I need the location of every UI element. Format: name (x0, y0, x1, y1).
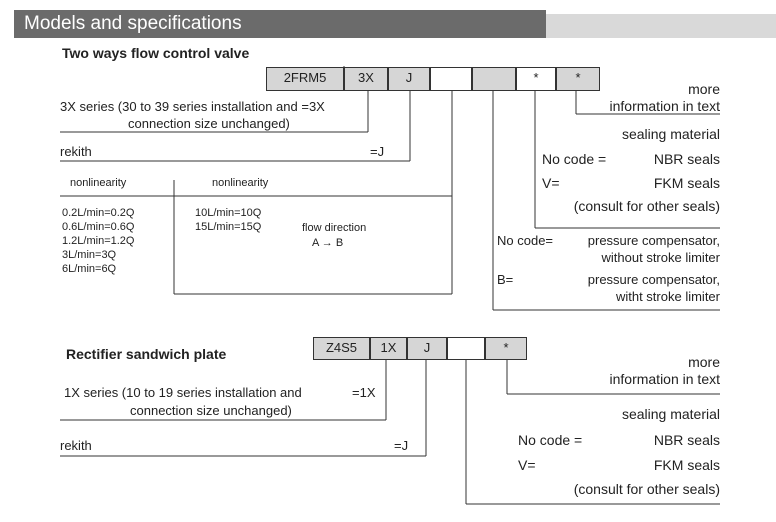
code-box-j: J (388, 67, 430, 91)
sealing-consult: (consult for other seals) (573, 481, 720, 497)
rekith-label: rekith (60, 438, 92, 453)
code-box-1x: 1X (370, 337, 407, 360)
code-box-seal (447, 337, 485, 360)
table-header-2: nonlinearity (212, 177, 269, 189)
table-cell: 10L/min=10Q (195, 207, 262, 219)
rectifier-section-title: Rectifier sandwich plate (66, 346, 227, 362)
rekith-code: =J (370, 144, 385, 159)
table-cell: 0.2L/min=0.2Q (62, 207, 135, 219)
code-box-compensator (472, 67, 516, 91)
series-code: =1X (352, 385, 376, 400)
more-info-label: information in text (609, 371, 721, 387)
table-header-1: nonlinearity (70, 177, 127, 189)
code-box-2frm5: 2FRM5 (266, 67, 344, 91)
more-label: more (688, 81, 720, 97)
page-title: Models and specifications (24, 13, 242, 34)
code-box-more: * (556, 67, 600, 91)
sealing-title: sealing material (621, 126, 720, 142)
sealing-v-value: FKM seals (653, 457, 720, 473)
sealing-v-label: V= (518, 457, 536, 473)
sealing-no-code-label: No code = (542, 151, 607, 167)
more-label: more (688, 354, 720, 370)
sealing-title: sealing material (621, 406, 720, 422)
sealing-no-code-value: NBR seals (653, 151, 720, 167)
code-box-seal: * (516, 67, 556, 91)
table-cell: 6L/min=6Q (62, 263, 117, 275)
code-box-z4s5: Z4S5 (313, 337, 370, 360)
table-cell: 0.6L/min=0.6Q (62, 221, 135, 233)
code-box-blank (430, 67, 472, 91)
sealing-no-code-label: No code = (518, 432, 583, 448)
flow-direction-value: A → B (312, 237, 344, 249)
compensator-b-line1: pressure compensator, (587, 272, 720, 287)
code-box-j: J (407, 337, 447, 360)
compensator-no-code-line1: pressure compensator, (587, 233, 720, 248)
series-description: 3X series (30 to 39 series installation … (60, 99, 325, 114)
table-cell: 15L/min=15Q (195, 221, 262, 233)
compensator-no-code-label: No code= (497, 233, 554, 248)
more-info-label: information in text (609, 98, 721, 114)
sealing-v-value: FKM seals (653, 175, 720, 191)
flow-direction-label: flow direction (302, 222, 367, 234)
valve-section-title: Two ways flow control valve (62, 45, 250, 61)
series-description-2: connection size unchanged) (128, 116, 290, 131)
rekith-code: =J (394, 438, 409, 453)
series-description-2: connection size unchanged) (130, 403, 292, 418)
header-banner (14, 10, 546, 38)
sealing-no-code-value: NBR seals (653, 432, 720, 448)
series-description: 1X series (10 to 19 series installation … (64, 385, 302, 400)
header-banner-extension (546, 14, 776, 38)
compensator-b-label: B= (497, 272, 514, 287)
sealing-consult: (consult for other seals) (573, 198, 720, 214)
table-cell: 3L/min=3Q (62, 249, 117, 261)
code-box-more: * (485, 337, 527, 360)
rekith-label: rekith (60, 144, 92, 159)
compensator-no-code-line2: without stroke limiter (601, 250, 720, 265)
table-cell: 1.2L/min=1.2Q (62, 235, 135, 247)
sealing-v-label: V= (542, 175, 560, 191)
code-box-3x: 3X (344, 67, 388, 91)
compensator-b-line2: witht stroke limiter (615, 289, 720, 304)
